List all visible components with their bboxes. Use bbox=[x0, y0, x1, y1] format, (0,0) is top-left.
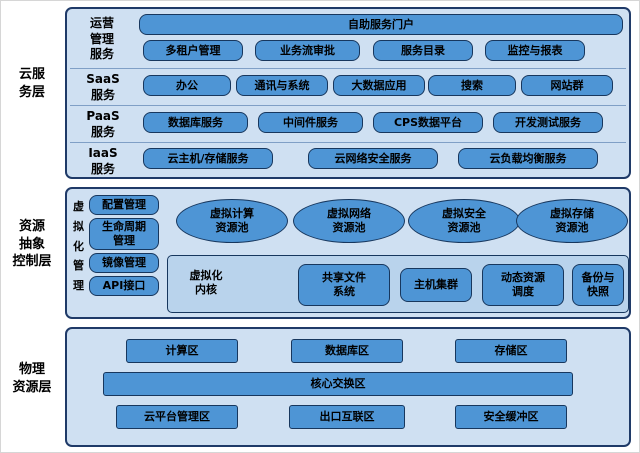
middleware-service-box: 中间件服务 bbox=[258, 112, 363, 133]
physical-layer-label: 物理 资源层 bbox=[12, 362, 52, 395]
cloud-platform-mgmt-zone-box: 云平台管理区 bbox=[116, 405, 238, 429]
dynamic-resource-scheduling-box: 动态资源 调度 bbox=[482, 264, 564, 306]
backup-snapshot-box: 备份与 快照 bbox=[572, 264, 624, 306]
shared-filesystem-box: 共享文件 系统 bbox=[298, 264, 390, 306]
office-box: 办公 bbox=[143, 75, 231, 96]
core-switch-zone-box: 核心交换区 bbox=[103, 372, 573, 396]
storage-zone-box: 存储区 bbox=[455, 339, 567, 363]
cloud-load-balancing-box: 云负载均衡服务 bbox=[458, 148, 598, 169]
database-zone-box: 数据库区 bbox=[291, 339, 403, 363]
security-buffer-zone-box: 安全缓冲区 bbox=[455, 405, 567, 429]
multi-tenant-mgmt-box: 多租户管理 bbox=[143, 40, 243, 61]
image-mgmt-box: 镜像管理 bbox=[89, 253, 159, 273]
row-divider bbox=[70, 142, 626, 143]
virtualization-kernel-panel: 虚拟化 内核 共享文件 系统 主机集群 动态资源 调度 备份与 快照 bbox=[167, 255, 629, 313]
cloud-network-security-box: 云网络安全服务 bbox=[308, 148, 438, 169]
ops-management-label: 运营 管理 服务 bbox=[89, 16, 114, 62]
bigdata-app-box: 大数据应用 bbox=[333, 75, 425, 96]
physical-resource-layer-panel: 计算区 数据库区 存储区 核心交换区 云平台管理区 出口互联区 安全缓冲区 bbox=[65, 327, 631, 447]
database-service-box: 数据库服务 bbox=[143, 112, 248, 133]
virtual-network-pool-ellipse: 虚拟网络 资源池 bbox=[293, 199, 405, 243]
iaas-label: IaaS 服务 bbox=[88, 146, 118, 176]
egress-interconnect-zone-box: 出口互联区 bbox=[289, 405, 405, 429]
saas-label: SaaS 服务 bbox=[86, 72, 120, 102]
self-service-portal-box: 自助服务门户 bbox=[139, 14, 623, 35]
cps-data-platform-box: CPS数据平台 bbox=[373, 112, 483, 133]
virtual-compute-pool-ellipse: 虚拟计算 资源池 bbox=[176, 199, 288, 243]
api-interface-box: API接口 bbox=[89, 276, 159, 296]
virtualization-mgmt-label: 虚拟化管理 bbox=[73, 200, 84, 293]
dev-test-service-box: 开发测试服务 bbox=[493, 112, 603, 133]
search-box: 搜索 bbox=[428, 75, 516, 96]
cloud-layer-label: 云服 务层 bbox=[18, 67, 45, 100]
cloud-service-layer-panel: 运营 管理 服务 自助服务门户 多租户管理 业务流审批 服务目录 监控与报表 S… bbox=[65, 7, 631, 179]
row-divider bbox=[70, 68, 626, 69]
row-divider bbox=[70, 105, 626, 106]
host-cluster-box: 主机集群 bbox=[400, 268, 472, 302]
monitoring-report-box: 监控与报表 bbox=[485, 40, 585, 61]
config-mgmt-box: 配置管理 bbox=[89, 195, 159, 215]
virtual-security-pool-ellipse: 虚拟安全 资源池 bbox=[408, 199, 520, 243]
cloud-host-storage-box: 云主机/存储服务 bbox=[143, 148, 273, 169]
paas-label: PaaS 服务 bbox=[86, 109, 120, 139]
service-catalog-box: 服务目录 bbox=[373, 40, 473, 61]
virtualization-kernel-label: 虚拟化 内核 bbox=[189, 269, 223, 297]
resource-abstraction-layer-panel: 虚拟化管理 配置管理 生命周期 管理 镜像管理 API接口 虚拟计算 资源池 虚… bbox=[65, 187, 631, 319]
compute-zone-box: 计算区 bbox=[126, 339, 238, 363]
resource-layer-label: 资源 抽象 控制层 bbox=[12, 219, 52, 270]
comm-system-box: 通讯与系统 bbox=[236, 75, 328, 96]
virtual-storage-pool-ellipse: 虚拟存储 资源池 bbox=[516, 199, 628, 243]
workflow-approval-box: 业务流审批 bbox=[255, 40, 360, 61]
lifecycle-mgmt-box: 生命周期 管理 bbox=[89, 218, 159, 250]
website-group-box: 网站群 bbox=[521, 75, 613, 96]
